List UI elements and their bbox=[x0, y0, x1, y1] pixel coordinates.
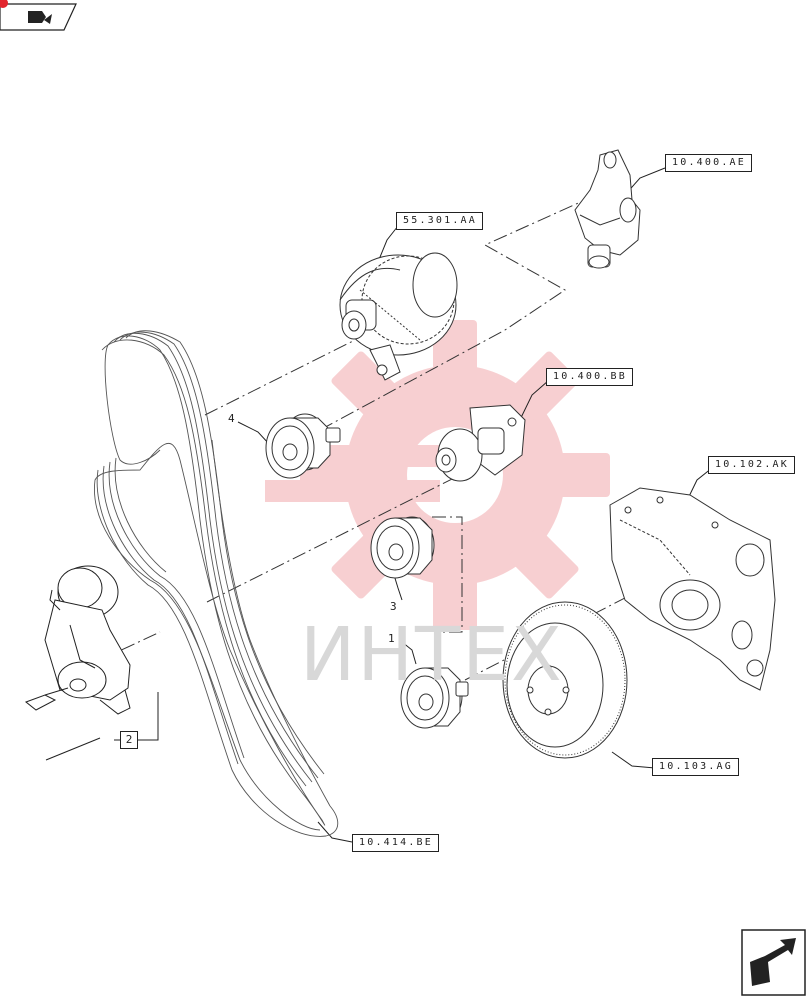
ref-alternator[interactable]: 55.301.AA bbox=[396, 212, 483, 230]
ref-vibration-damper[interactable]: 10.103.AG bbox=[652, 758, 739, 776]
water-pump-part bbox=[574, 149, 641, 269]
ref-timing-cover[interactable]: 10.102.AK bbox=[708, 456, 795, 474]
ref-water-pump[interactable]: 10.400.AE bbox=[665, 154, 752, 172]
item-number-4: 4 bbox=[228, 412, 235, 425]
back-arrow-icon[interactable] bbox=[0, 0, 77, 31]
idler-pulley-4-part bbox=[265, 413, 341, 479]
ref-thermostat[interactable]: 10.400.BB bbox=[546, 368, 633, 386]
alternator-part bbox=[339, 252, 458, 381]
timing-cover-part bbox=[609, 487, 776, 691]
idler-pulley-1-part bbox=[400, 667, 469, 729]
idler-pulley-3-part bbox=[370, 516, 435, 579]
ref-poly-v-belt[interactable]: 10.414.BE bbox=[352, 834, 439, 852]
item-number-1: 1 bbox=[388, 632, 395, 645]
poly-v-belt bbox=[94, 330, 339, 837]
thermostat-housing-part bbox=[435, 404, 526, 482]
next-page-icon[interactable] bbox=[741, 929, 806, 996]
item-number-3: 3 bbox=[390, 600, 397, 613]
belt-tensioner-part bbox=[24, 565, 131, 715]
item-number-2[interactable]: 2 bbox=[120, 731, 138, 749]
vibration-damper-part bbox=[502, 601, 628, 759]
watermark-text: ИНТЕХ bbox=[300, 612, 564, 698]
